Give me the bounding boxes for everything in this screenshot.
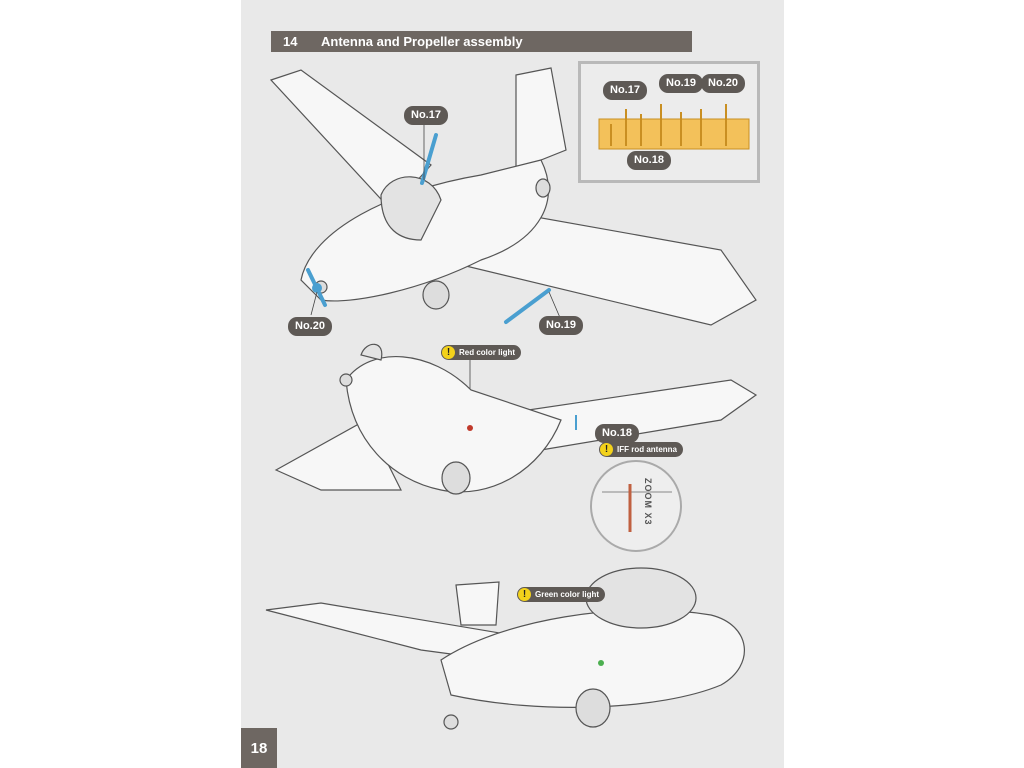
side-main-wheel <box>575 688 611 728</box>
side-tail-wheel <box>443 714 459 730</box>
page-number: 18 <box>241 728 277 768</box>
assembly-illustrations <box>265 67 758 730</box>
aircraft-side-view <box>265 567 745 730</box>
warning-icon: ! <box>600 443 613 456</box>
green-light-marker <box>598 660 604 666</box>
sprue-illustration <box>598 104 750 150</box>
note-green-light: ! Green color light <box>517 587 606 602</box>
leader-no20 <box>310 291 318 316</box>
main-wheel <box>422 280 450 310</box>
note-red-light-text: Red color light <box>459 348 515 357</box>
tail-wheel <box>535 178 551 198</box>
zoom-detail-circle <box>590 460 682 552</box>
note-green-light-text: Green color light <box>535 590 600 599</box>
propeller-part-no20 <box>306 268 327 307</box>
callout-no20: No.20 <box>288 317 332 336</box>
instruction-page: 14 Antenna and Propeller assembly <box>241 0 784 768</box>
left-wing <box>269 69 432 211</box>
mid-canopy <box>360 343 383 361</box>
side-fuselage <box>440 609 745 708</box>
canopy <box>380 176 442 241</box>
callout-no17: No.17 <box>404 106 448 125</box>
inset-callout-no19: No.19 <box>659 74 703 93</box>
note-iff-antenna: ! IFF rod antenna <box>599 442 683 457</box>
inset-callout-no17: No.17 <box>603 81 647 100</box>
side-tail-fin <box>455 581 500 626</box>
mid-main-wheel <box>441 461 471 495</box>
aircraft-underside-view <box>274 343 758 495</box>
antenna-part-no19 <box>504 288 551 324</box>
step-header: 14 Antenna and Propeller assembly <box>271 31 692 52</box>
step-number: 14 <box>283 34 298 49</box>
note-red-light: ! Red color light <box>441 345 521 360</box>
leader-no19 <box>548 291 562 321</box>
red-light-marker <box>467 425 473 431</box>
step-title: Antenna and Propeller assembly <box>321 34 523 49</box>
note-iff-antenna-text: IFF rod antenna <box>617 445 677 454</box>
callout-no19: No.19 <box>539 316 583 335</box>
inset-callout-no18: No.18 <box>627 151 671 170</box>
callout-no18: No.18 <box>595 424 639 443</box>
tail-fin <box>515 67 567 171</box>
inset-callout-no20: No.20 <box>701 74 745 93</box>
mid-nose <box>339 373 353 387</box>
warning-icon: ! <box>442 346 455 359</box>
zoom-label: ZOOM X3 <box>643 478 653 526</box>
mid-fuselage <box>345 356 562 493</box>
warning-icon: ! <box>518 588 531 601</box>
sprue-frame <box>598 118 750 150</box>
